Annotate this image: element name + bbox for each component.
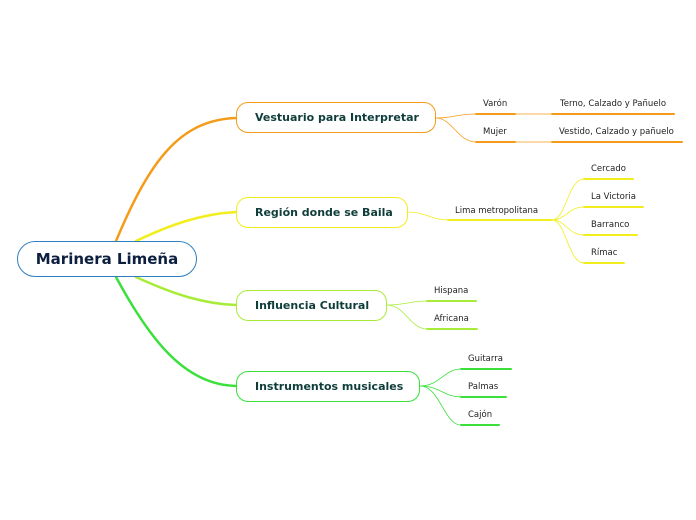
link-vestuario-mujer [435,117,477,143]
link-root-vestuario [114,116,238,243]
link-root-region [134,210,238,243]
topic-varon[interactable]: Varón [483,99,508,109]
link-instrumentos-item [419,385,462,398]
link-root-instrumentos [114,275,238,388]
root-label: Marinera Limeña [35,250,179,268]
topic-africana[interactable]: Africana [434,314,469,324]
link-lima-district [551,206,585,221]
topic-cercado[interactable]: Cercado [591,164,626,174]
topic-la-victoria[interactable]: La Victoria [591,192,636,202]
link-instrumentos-item [419,385,462,426]
link-influencia-hispana [386,300,428,306]
branch-label: Instrumentos musicales [255,380,404,393]
topic-barranco[interactable]: Barranco [591,220,630,230]
topic-vestido[interactable]: Vestido, Calzado y pañuelo [559,127,674,137]
topic-palmas[interactable]: Palmas [468,382,499,392]
topic-lima-metropolitana[interactable]: Lima metropolitana [455,206,539,216]
link-instrumentos-item [419,368,462,387]
link-lima-district [551,178,585,221]
branch-instrumentos[interactable]: Instrumentos musicales [236,371,420,402]
link-vestuario-varon [435,113,477,119]
link-root-influencia [134,275,238,307]
branch-influencia[interactable]: Influencia Cultural [236,290,387,321]
link-region-lima [407,211,449,221]
link-lima-district [551,219,585,264]
branch-vestuario[interactable]: Vestuario para Interpretar [236,102,436,133]
topic-terno[interactable]: Terno, Calzado y Pañuelo [560,99,667,109]
topic-hispana[interactable]: Hispana [434,286,469,296]
topic-mujer[interactable]: Mujer [483,127,507,137]
branch-label: Región donde se Baila [255,206,393,219]
branch-label: Vestuario para Interpretar [255,111,419,124]
topic-guitarra[interactable]: Guitarra [468,354,503,364]
link-influencia-africana [386,304,428,330]
root-node[interactable]: Marinera Limeña [17,241,197,277]
branch-label: Influencia Cultural [255,299,370,312]
topic-cajon[interactable]: Cajón [468,410,493,420]
topic-rimac[interactable]: Rímac [591,248,618,258]
branch-region[interactable]: Región donde se Baila [236,197,408,228]
